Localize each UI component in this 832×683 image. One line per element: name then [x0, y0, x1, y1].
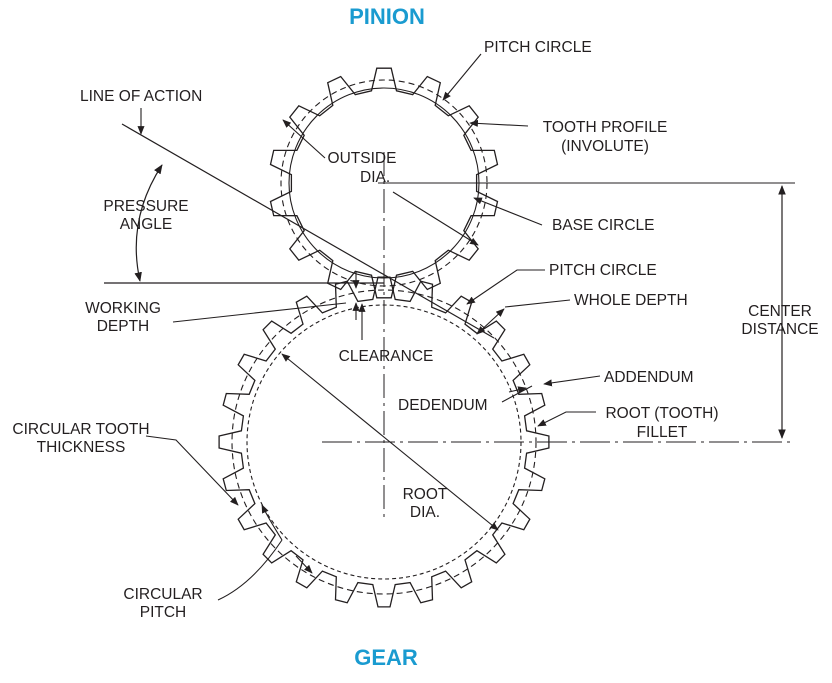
label-pressure-angle: PRESSURE	[103, 198, 188, 215]
addendum-arrow-b	[508, 386, 527, 394]
label-clearance: CLEARANCE	[339, 348, 434, 365]
label-center-distance: CENTER	[748, 303, 812, 320]
gear-tooth-outline	[218, 276, 550, 608]
label-whole-depth: WHOLE DEPTH	[574, 292, 688, 309]
label-circular-pitch-2: PITCH	[140, 604, 187, 621]
label-root-fillet-2: FILLET	[637, 424, 688, 441]
pitch-circle-mid-leader	[466, 269, 545, 305]
label-root-dia: ROOT	[403, 486, 448, 503]
base-circle-leader	[473, 197, 543, 226]
label-root-dia-2: DIA.	[410, 504, 440, 521]
label-addendum: ADDENDUM	[604, 369, 694, 386]
label-pitch-circle-top: PITCH CIRCLE	[484, 39, 592, 56]
working-depth-leader	[172, 302, 347, 323]
label-pitch-circle-mid: PITCH CIRCLE	[549, 262, 657, 279]
label-dedendum: DEDENDUM	[398, 397, 488, 414]
pinion-tooth-outline	[269, 67, 499, 299]
pitch-circle-top-leader	[442, 53, 482, 101]
addendum-leader	[543, 375, 601, 387]
root-dia-line	[281, 353, 499, 531]
line-of-action	[121, 123, 495, 339]
pressure-angle-arc	[134, 164, 163, 282]
outside-dia-leader-1	[282, 119, 326, 159]
gear-title: GEAR	[354, 645, 418, 670]
label-outside-dia-2: DIA.	[360, 169, 390, 186]
circular-tooth-thickness-leader	[145, 435, 239, 506]
label-center-distance-2: DISTANCE	[741, 321, 818, 338]
label-circular-tooth-thickness-2: THICKNESS	[37, 439, 126, 456]
label-root-fillet: ROOT (TOOTH)	[605, 405, 718, 422]
whole-depth-arrow	[476, 308, 505, 335]
pinion-title: PINION	[349, 4, 425, 29]
gear-pitch-circle	[231, 289, 537, 595]
label-line-of-action: LINE OF ACTION	[80, 88, 202, 105]
dedendum-leader	[501, 385, 533, 403]
center-lines	[322, 152, 795, 520]
label-tooth-profile-involute: (INVOLUTE)	[561, 138, 649, 155]
line-of-action-geometry	[104, 123, 495, 339]
label-pressure-angle-2: ANGLE	[120, 216, 173, 233]
root-fillet-leader	[537, 411, 596, 427]
circular-pitch-arrow-b	[295, 555, 313, 574]
label-outside-dia: OUTSIDE	[328, 150, 397, 167]
label-base-circle: BASE CIRCLE	[552, 217, 655, 234]
label-working-depth: WORKING	[85, 300, 161, 317]
whole-depth-leader	[504, 299, 571, 308]
label-working-depth-2: DEPTH	[97, 318, 150, 335]
leader-lines	[137, 53, 601, 601]
label-circular-tooth-thickness: CIRCULAR TOOTH	[12, 421, 149, 438]
circular-pitch-leader	[217, 505, 283, 601]
label-circular-pitch: CIRCULAR	[123, 586, 202, 603]
tooth-profile-leader	[469, 119, 529, 127]
outside-dia-leader-2	[392, 191, 479, 246]
label-tooth-profile: TOOTH PROFILE	[543, 119, 668, 136]
